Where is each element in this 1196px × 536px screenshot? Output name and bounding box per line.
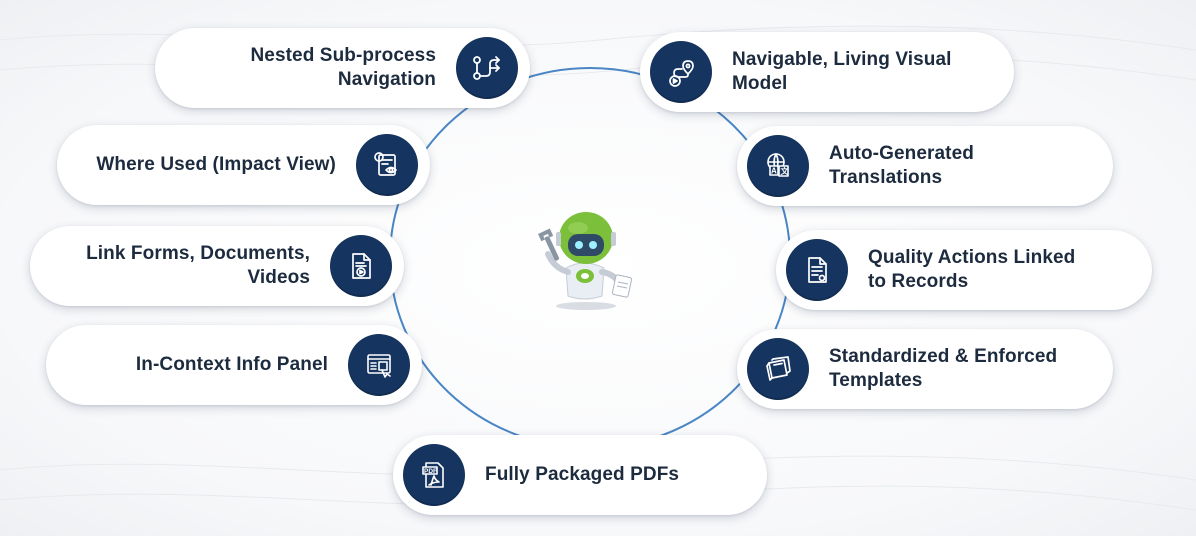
feature-label: Standardized & Enforced Templates [829, 346, 1058, 391]
record-document-icon [786, 239, 848, 301]
translate-globe-icon: A 文 [747, 135, 809, 197]
feature-link-forms: Link Forms, Documents, Videos [30, 226, 404, 306]
feature-label: Where Used (Impact View) [96, 154, 336, 175]
branch-arrows-icon [456, 37, 518, 99]
impact-view-icon [356, 134, 418, 196]
svg-text:PDF: PDF [424, 468, 437, 475]
feature-navigable-model: Navigable, Living Visual Model [640, 32, 1014, 112]
video-document-icon [330, 235, 392, 297]
feature-translations: A 文 Auto-Generated Translations [737, 126, 1113, 206]
svg-text:A: A [771, 167, 777, 176]
feature-nested-subprocess: Nested Sub-process Navigation [155, 28, 530, 108]
feature-label: Nested Sub-process Navigation [250, 45, 436, 90]
svg-text:文: 文 [781, 166, 790, 176]
route-play-icon [650, 41, 712, 103]
pdf-file-icon: PDF [403, 444, 465, 506]
feature-label: Fully Packaged PDFs [485, 464, 680, 485]
feature-info-panel: In-Context Info Panel [46, 325, 422, 405]
feature-label: Link Forms, Documents, Videos [86, 243, 310, 288]
info-panel-icon [348, 334, 410, 396]
feature-label: Navigable, Living Visual Model [732, 49, 952, 94]
feature-pdfs: PDF Fully Packaged PDFs [393, 435, 767, 515]
feature-label: In-Context Info Panel [135, 354, 328, 375]
feature-quality-actions: Quality Actions Linked to Records [776, 230, 1152, 310]
feature-label: Quality Actions Linked to Records [868, 247, 1076, 292]
feature-templates: Standardized & Enforced Templates [737, 329, 1113, 409]
stacked-templates-icon [747, 338, 809, 400]
feature-where-used: Where Used (Impact View) [57, 125, 430, 205]
feature-label: Auto-Generated Translations [829, 143, 974, 188]
robot-mascot-icon [518, 198, 648, 313]
